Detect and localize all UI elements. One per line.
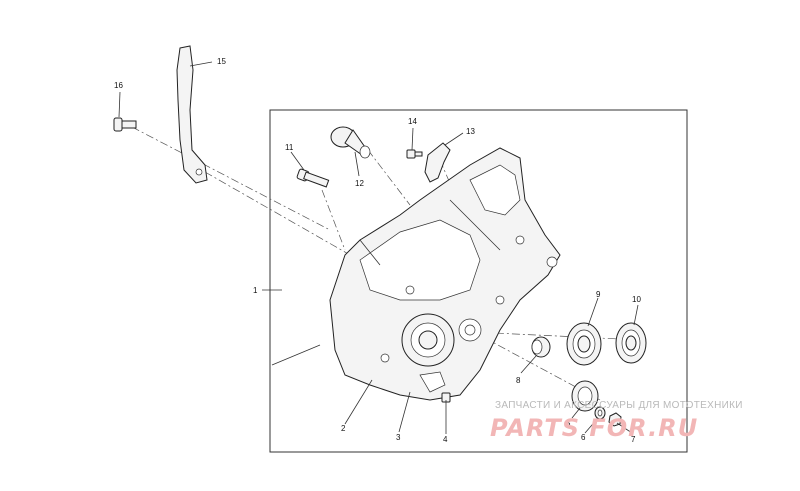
callout-4: 4 [443, 435, 448, 444]
callout-6: 6 [581, 433, 586, 442]
assembly-frame [269, 109, 688, 453]
callout-2: 2 [341, 424, 346, 433]
callout-15: 15 [217, 57, 226, 66]
bolt-part-16 [113, 117, 137, 132]
bushing-part-8 [531, 336, 551, 358]
callout-13: 13 [466, 127, 475, 136]
screw-part-14 [406, 149, 423, 159]
watermark-logo: PARTS FOR.RU [490, 414, 698, 442]
callout-14: 14 [408, 117, 417, 126]
leader-lines [118, 61, 639, 434]
callout-10: 10 [632, 295, 641, 304]
bracket-part-13 [424, 142, 451, 183]
stud-part-11 [296, 168, 330, 188]
crankcase-half [329, 147, 561, 401]
callout-8: 8 [516, 376, 521, 385]
callout-9: 9 [596, 290, 601, 299]
bearing-part-10 [615, 322, 647, 364]
washer-part-6 [594, 406, 606, 420]
callout-5: 5 [566, 419, 571, 428]
watermark-caption: ЗАПЧАСТИ И АКСЕССУАРЫ ДЛЯ МОТОТЕХНИКИ [495, 400, 743, 411]
callout-11: 11 [285, 143, 294, 152]
chain-guide-hole [195, 168, 203, 176]
callout-7: 7 [631, 435, 636, 444]
nut-part-7 [608, 412, 622, 427]
callout-12: 12 [355, 179, 364, 188]
seal-part-5 [571, 380, 599, 412]
callout-1: 1 [253, 286, 258, 295]
chain-guide-part [176, 45, 208, 184]
callout-labels: 1 2 3 4 5 6 7 8 9 10 11 12 13 14 15 16 [114, 57, 641, 444]
watermark: ЗАПЧАСТИ И АКСЕССУАРЫ ДЛЯ МОТОТЕХНИКИ PA… [490, 400, 743, 442]
callout-16: 16 [114, 81, 123, 90]
callout-3: 3 [396, 433, 401, 442]
bearing-part-9 [566, 322, 602, 366]
bushing-part-12 [330, 126, 371, 159]
